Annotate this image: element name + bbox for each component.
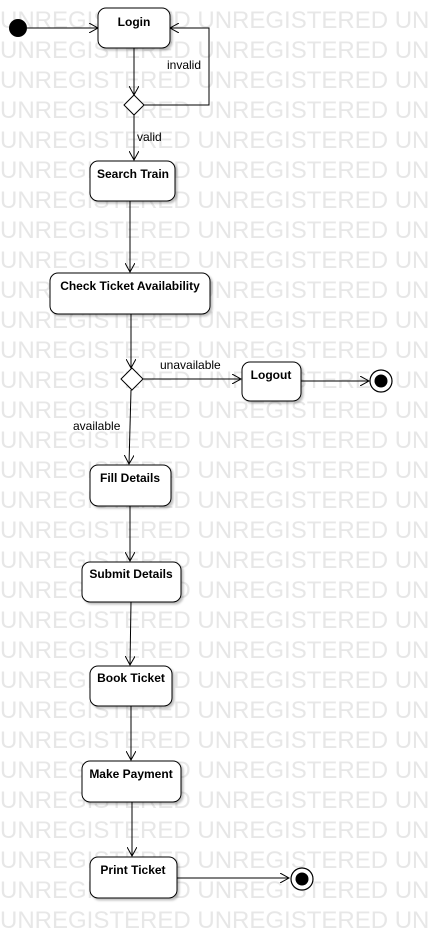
final-node-logout <box>369 369 393 393</box>
action-fill-details: Fill Details <box>89 464 172 507</box>
action-search-train: Search Train <box>89 160 176 202</box>
action-print-ticket: Print Ticket <box>89 856 178 899</box>
initial-node <box>9 19 27 37</box>
watermark-row: UNREGISTERED UNREGISTERED UN <box>0 427 429 454</box>
edge-label-available: available <box>73 419 121 433</box>
watermark-row: UNREGISTERED UNREGISTERED UN <box>0 667 429 694</box>
watermark-row: UNREGISTERED UNREGISTERED UN <box>0 67 429 94</box>
watermark: UNREGISTERED UNREGISTERED UN UNREGISTERED… <box>0 7 429 934</box>
edge-invalid-loop <box>144 28 210 106</box>
action-search-train-label: Search Train <box>97 167 169 181</box>
action-login-label: Login <box>118 15 151 29</box>
action-submit-details: Submit Details <box>81 561 182 603</box>
watermark-row: UNREGISTERED UNREGISTERED UN <box>0 697 429 724</box>
watermark-row: UNREGISTERED UNREGISTERED UN <box>0 577 429 604</box>
watermark-row: UNREGISTERED UNREGISTERED UN <box>0 157 429 184</box>
action-login: Login <box>97 7 171 49</box>
watermark-row: UNREGISTERED UNREGISTERED UN <box>0 127 429 154</box>
watermark-row: UNREGISTERED UNREGISTERED UN <box>0 7 429 34</box>
watermark-row: UNREGISTERED UNREGISTERED UN <box>0 217 429 244</box>
watermark-row: UNREGISTERED UNREGISTERED UN <box>0 607 429 634</box>
edge-available <box>129 389 131 464</box>
watermark-row: UNREGISTERED UNREGISTERED UN <box>0 97 429 124</box>
edges <box>27 28 369 878</box>
action-logout-label: Logout <box>251 368 292 382</box>
watermark-row: UNREGISTERED UNREGISTERED UN <box>0 397 429 424</box>
decision-login <box>123 94 145 116</box>
watermark-row: UNREGISTERED UNREGISTERED UN <box>0 37 429 64</box>
edge-submit-book <box>130 601 131 665</box>
edge-label-valid: valid <box>137 130 162 144</box>
action-print-ticket-label: Print Ticket <box>100 863 165 877</box>
action-submit-details-label: Submit Details <box>89 567 173 581</box>
watermark-row: UNREGISTERED UNREGISTERED UN <box>0 187 429 214</box>
watermark-row: UNREGISTERED UNREGISTERED UN <box>0 877 429 904</box>
final-node-print <box>290 867 314 891</box>
decision-availability <box>120 367 144 391</box>
action-check-ticket-label: Check Ticket Availability <box>60 279 200 293</box>
action-make-payment: Make Payment <box>81 760 182 803</box>
watermark-row: UNREGISTERED UNREGISTERED UN <box>0 517 429 544</box>
action-book-ticket-label: Book Ticket <box>97 671 165 685</box>
action-fill-details-label: Fill Details <box>100 471 160 485</box>
watermark-row: UNREGISTERED UNREGISTERED UN <box>0 547 429 574</box>
watermark-row: UNREGISTERED UNREGISTERED UN <box>0 487 429 514</box>
edge-label-invalid: invalid <box>167 58 201 72</box>
watermark-row: UNREGISTERED UNREGISTERED UN <box>0 907 429 934</box>
action-book-ticket: Book Ticket <box>89 665 173 707</box>
action-make-payment-label: Make Payment <box>89 767 172 781</box>
watermark-row: UNREGISTERED UNREGISTERED UN <box>0 457 429 484</box>
edge-label-unavailable: unavailable <box>160 358 221 372</box>
watermark-row: UNREGISTERED UNREGISTERED UN <box>0 847 429 874</box>
watermark-row: UNREGISTERED UNREGISTERED UN <box>0 817 429 844</box>
action-check-ticket: Check Ticket Availability <box>49 272 211 315</box>
watermark-row: UNREGISTERED UNREGISTERED UN <box>0 787 429 814</box>
watermark-row: UNREGISTERED UNREGISTERED UN <box>0 337 429 364</box>
watermark-row: UNREGISTERED UNREGISTERED UN <box>0 637 429 664</box>
watermark-row: UNREGISTERED UNREGISTERED UN <box>0 757 429 784</box>
action-logout: Logout <box>241 361 302 402</box>
watermark-row: UNREGISTERED UNREGISTERED UN <box>0 727 429 754</box>
watermark-row: UNREGISTERED UNREGISTERED UN <box>0 247 429 274</box>
